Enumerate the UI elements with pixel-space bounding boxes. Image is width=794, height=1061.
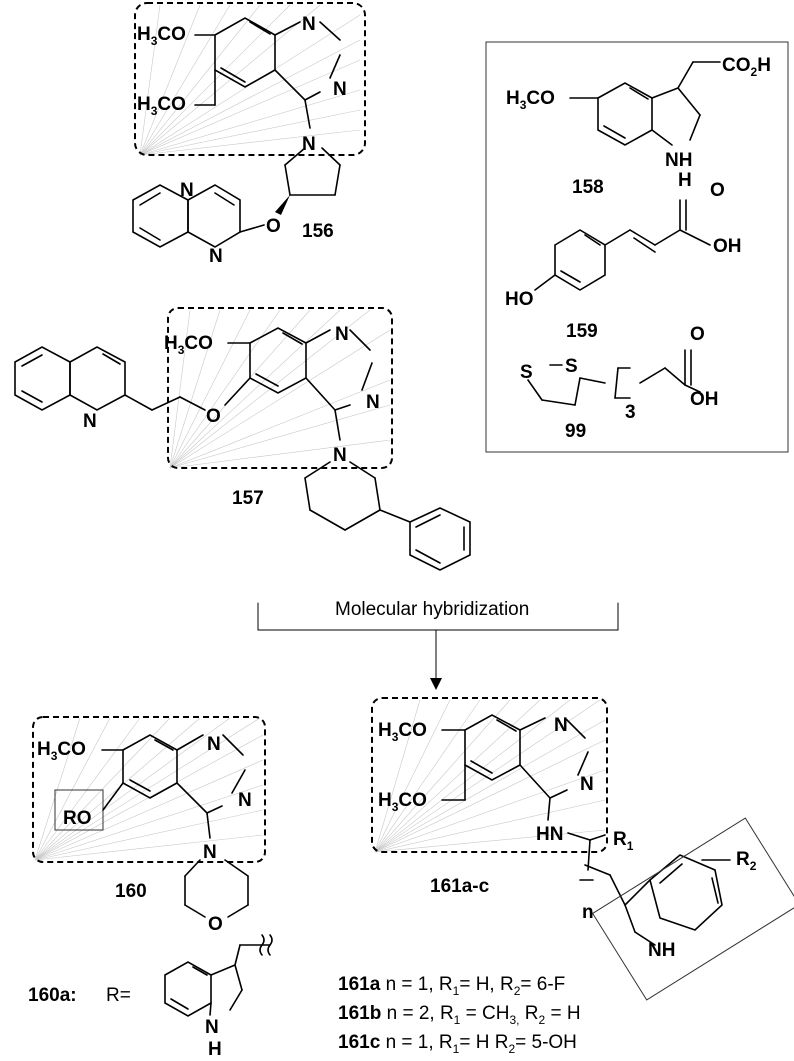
compound-label-160: 160 xyxy=(115,881,147,902)
compound-label-156: 156 xyxy=(302,221,334,242)
r-group-equals: R= xyxy=(106,985,131,1006)
amine-label: HN xyxy=(536,824,563,845)
arrow-head-icon xyxy=(430,678,442,690)
compound-161: H3CO H3CO xyxy=(371,697,794,1001)
methoxy-label: H3CO xyxy=(137,94,186,118)
nitrogen-atom: N xyxy=(302,14,316,35)
chain-repeat-count: 3 xyxy=(625,402,636,423)
sulfur-atom: S xyxy=(520,362,533,383)
quinazoline-highlight-box-157 xyxy=(167,307,393,469)
compound-label-99: 99 xyxy=(565,421,586,442)
r2-substituent: R2 xyxy=(736,849,757,873)
nitrogen-atom: N xyxy=(554,715,568,736)
nitrogen-atom: N xyxy=(209,246,223,267)
pyrrolidine-bonds xyxy=(284,147,341,196)
hydrogen-atom: H xyxy=(678,170,692,191)
nitrogen-atom: N xyxy=(366,392,380,413)
nitrogen-atom: N xyxy=(203,842,217,863)
quinoline-linker-bonds xyxy=(14,346,206,411)
natural-products-panel: H3CO CO2H NH H 158 xyxy=(485,41,789,453)
compound-156: H3CO H3CO N N N O 156 xyxy=(132,2,366,267)
quinazoline-highlight-box-161 xyxy=(371,697,608,853)
compound-159: O OH HO 159 xyxy=(505,180,742,342)
repeat-n-label: n xyxy=(582,902,594,923)
wedge-bond xyxy=(275,195,290,215)
compound-label-161: 161a-c xyxy=(430,876,490,897)
nitrogen-atom: N xyxy=(333,79,347,100)
compound-158: H3CO CO2H NH H 158 xyxy=(506,55,771,198)
hydroxyl-label: OH xyxy=(713,236,742,257)
hydrogen-atom: H xyxy=(208,1039,222,1060)
indole-nh-label: NH xyxy=(648,940,675,961)
quinazoline-highlight-box-160 xyxy=(32,716,266,863)
r-group-label: RO xyxy=(63,808,92,829)
nitrogen-atom: N xyxy=(83,411,97,432)
oxygen-atom: O xyxy=(206,406,221,427)
methoxy-label: H3CO xyxy=(506,88,555,112)
hydroxyl-label: OH xyxy=(690,389,719,410)
compound-label-160a: 160a: xyxy=(28,985,77,1006)
methoxy-label: H3CO xyxy=(137,24,186,48)
quinazoline-highlight-box-156 xyxy=(134,2,366,156)
compound-99: S S 3 O OH 99 xyxy=(520,324,719,442)
indole-highlight-box xyxy=(591,817,794,1001)
carboxylic-acid-label: CO2H xyxy=(722,55,771,79)
substituent-legend: 161a n = 1, R1= H, R2= 6-F 161b n = 2, R… xyxy=(338,974,581,1056)
methoxy-label: H3CO xyxy=(37,739,86,763)
arrow-label: Molecular hybridization xyxy=(335,599,529,620)
legend-row-161b: 161b n = 2, R1 = CH3, R2 = H xyxy=(338,1003,581,1027)
sulfur-atom: S xyxy=(565,356,578,377)
compound-160: H3CO RO N N N O 160 xyxy=(32,716,266,935)
methoxy-label: H3CO xyxy=(164,333,213,357)
hybridization-arrow: Molecular hybridization xyxy=(257,599,619,690)
quinazoline-core-bonds xyxy=(194,17,341,129)
nitrogen-atom: N xyxy=(335,324,349,345)
methoxy-label: H3CO xyxy=(378,720,427,744)
oxygen-atom: O xyxy=(208,914,223,935)
compound-160a: 160a: R= N H xyxy=(28,934,273,1060)
nitrogen-atom: N xyxy=(180,180,194,201)
hydroxyl-label: HO xyxy=(505,289,534,310)
nitrogen-atom: N xyxy=(238,790,252,811)
oxygen-atom: O xyxy=(710,180,725,201)
compound-label-159: 159 xyxy=(566,321,598,342)
nitrogen-atom: N xyxy=(580,774,594,795)
compound-label-157: 157 xyxy=(232,488,264,509)
compound-label-158: 158 xyxy=(572,177,604,198)
oxygen-atom: O xyxy=(266,216,281,237)
nitrogen-atom: N xyxy=(302,134,316,155)
methoxy-label: H3CO xyxy=(378,790,427,814)
nitrogen-atom: N xyxy=(205,1017,219,1038)
piperidine-phenyl-bonds xyxy=(304,461,471,571)
nitrogen-atom: N xyxy=(333,445,347,466)
quinoxaline-bonds xyxy=(132,184,265,248)
oxygen-atom: O xyxy=(690,324,705,345)
legend-row-161c: 161c n = 1, R1= H R2= 5-OH xyxy=(338,1032,577,1056)
r1-substituent: R1 xyxy=(613,829,634,853)
nitrogen-atom: N xyxy=(207,734,221,755)
indole-nh-label: NH xyxy=(665,150,692,171)
legend-row-161a: 161a n = 1, R1= H, R2= 6-F xyxy=(338,974,565,998)
compound-157: H3CO N N O N N xyxy=(14,307,471,571)
